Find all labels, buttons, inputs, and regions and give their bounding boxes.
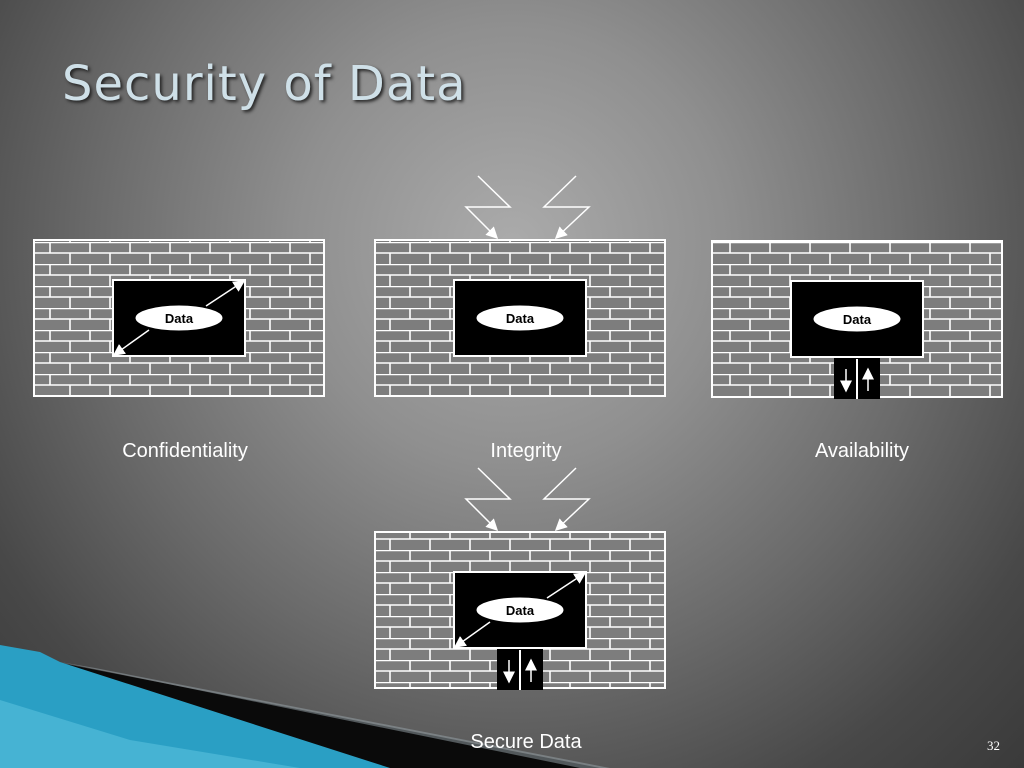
panel-integrity: Data [374,175,666,397]
lightning-bolt-icon [542,175,591,240]
caption-secure-data: Secure Data [470,731,582,753]
corner-decoration [0,645,610,768]
slide-title: Security of Data [62,56,467,112]
panel-secure: Data [374,467,666,690]
caption-integrity: Integrity [490,440,562,462]
data-ellipse [475,304,565,332]
data-ellipse [134,304,224,332]
arrow-out-icon [546,572,587,599]
data-label: Data [506,603,535,618]
caption-confidentiality: Confidentiality [122,440,248,462]
arrow-out-icon [453,621,491,648]
brick-wall [33,239,325,397]
arrow-out-icon [205,280,246,307]
data-label: Data [843,312,872,327]
lightning-bolt-icon [464,467,512,532]
page-number: 32 [987,738,1000,753]
lightning-bolt-icon [542,467,591,532]
lightning-bolt-icon [464,175,512,240]
panel-availability: Data [711,240,1003,399]
caption-availability: Availability [814,440,910,462]
data-label: Data [165,311,194,326]
data-ellipse [812,305,902,333]
arrow-out-icon [112,329,150,356]
panel-confidentiality: Data [33,239,325,397]
data-label: Data [506,311,535,326]
data-ellipse [475,596,565,624]
